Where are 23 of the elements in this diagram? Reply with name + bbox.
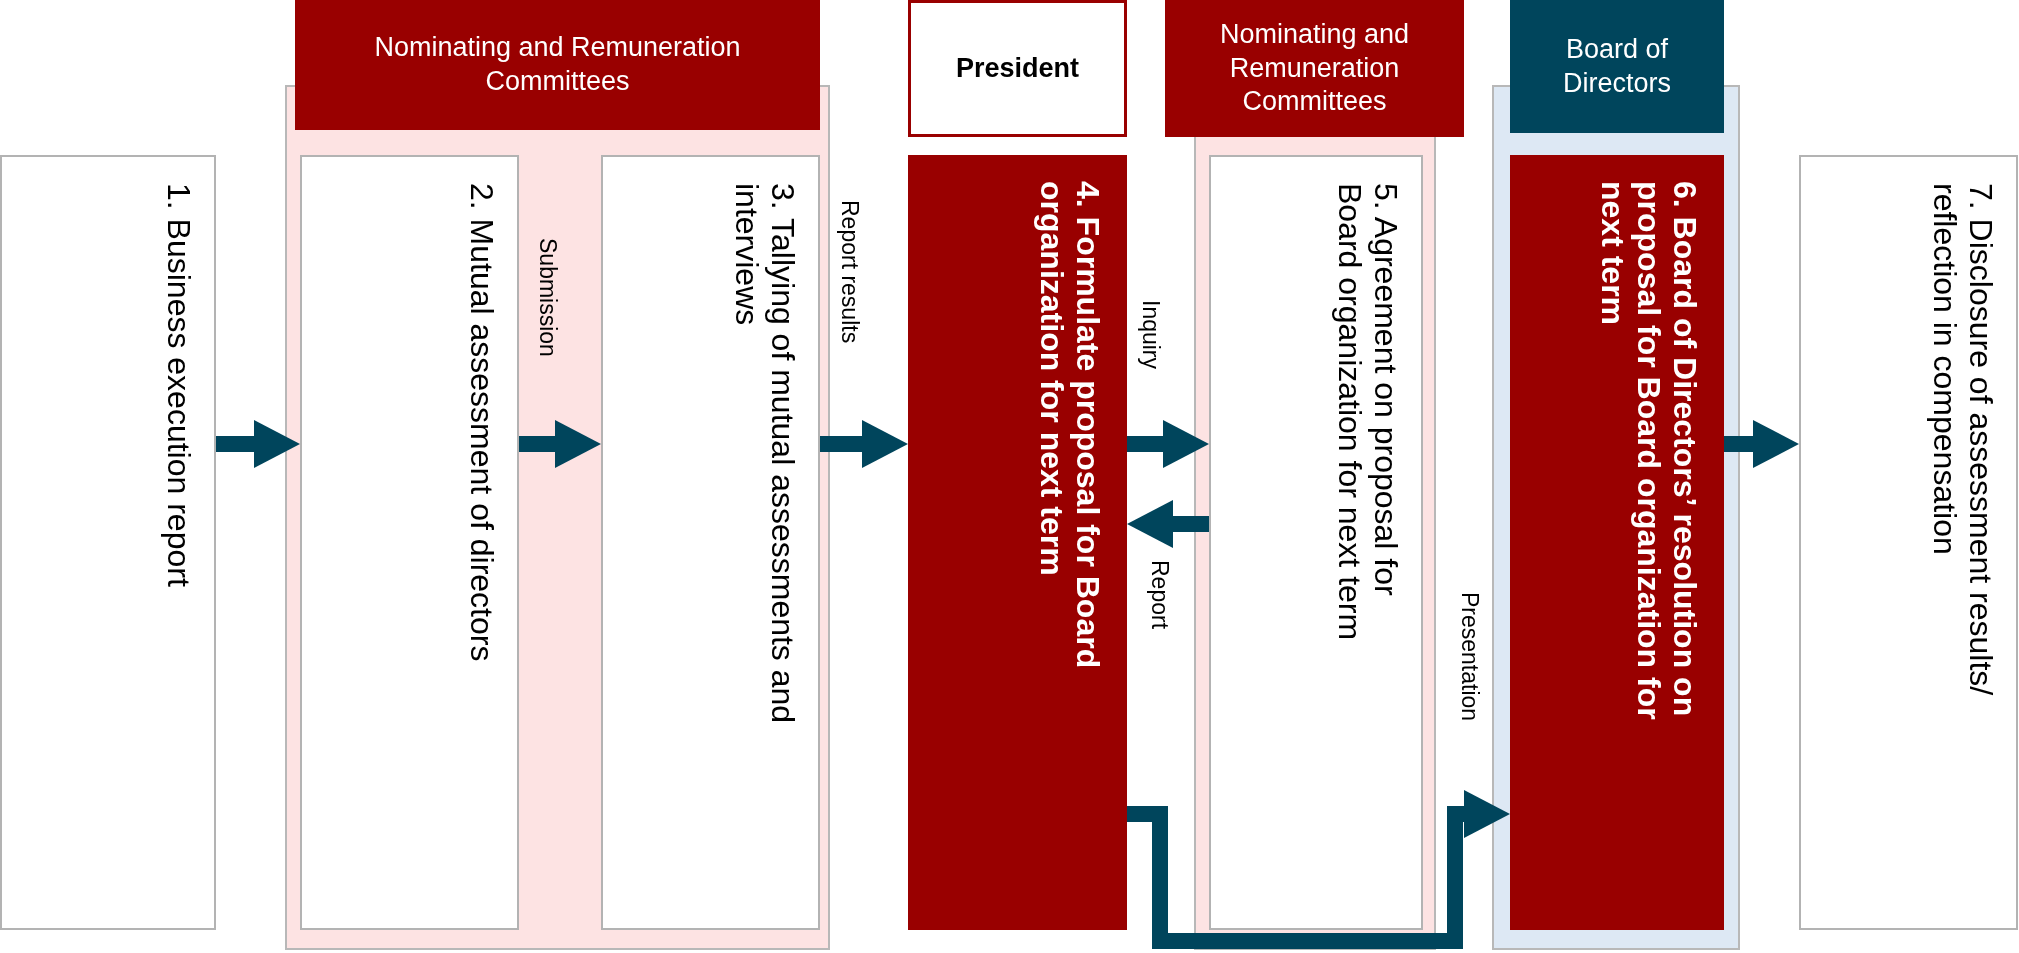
edge-label: Submission bbox=[534, 238, 560, 357]
step-text: 1. Business execution report bbox=[160, 183, 196, 589]
process-box bbox=[1799, 155, 2018, 930]
group-header: Nominating and Remuneration Committees bbox=[295, 0, 820, 130]
step-text: 4. Formulate proposal for Board organization for next term bbox=[1033, 181, 1105, 671]
group-header: Nominating and Remuneration Committees bbox=[1165, 0, 1464, 137]
role-header: President bbox=[908, 0, 1127, 137]
process-box bbox=[300, 155, 519, 930]
process-box bbox=[908, 155, 1127, 930]
step-text: 2. Mutual assessment of directors bbox=[463, 183, 499, 664]
process-box bbox=[601, 155, 820, 930]
edge-label: Presentation bbox=[1456, 592, 1482, 722]
edge-label: Inquiry bbox=[1137, 300, 1163, 370]
step-text: 5. Agreement on proposal for Board organization for next term bbox=[1331, 183, 1403, 643]
step-text: 6. Board of Directors’ resolution on proposal for Board organization for next term bbox=[1594, 181, 1702, 722]
process-box bbox=[1510, 155, 1724, 930]
edge-label: Report results bbox=[836, 200, 862, 344]
process-box bbox=[0, 155, 216, 930]
step-text: 7. Disclosure of assessment results/ reflection in compensation bbox=[1926, 183, 1998, 698]
group-header: Board of Directors bbox=[1510, 0, 1724, 133]
process-box bbox=[1209, 155, 1423, 930]
step-text: 3. Tallying of mutual assessments and interviews bbox=[728, 183, 800, 726]
edge-label: Report bbox=[1146, 560, 1172, 630]
